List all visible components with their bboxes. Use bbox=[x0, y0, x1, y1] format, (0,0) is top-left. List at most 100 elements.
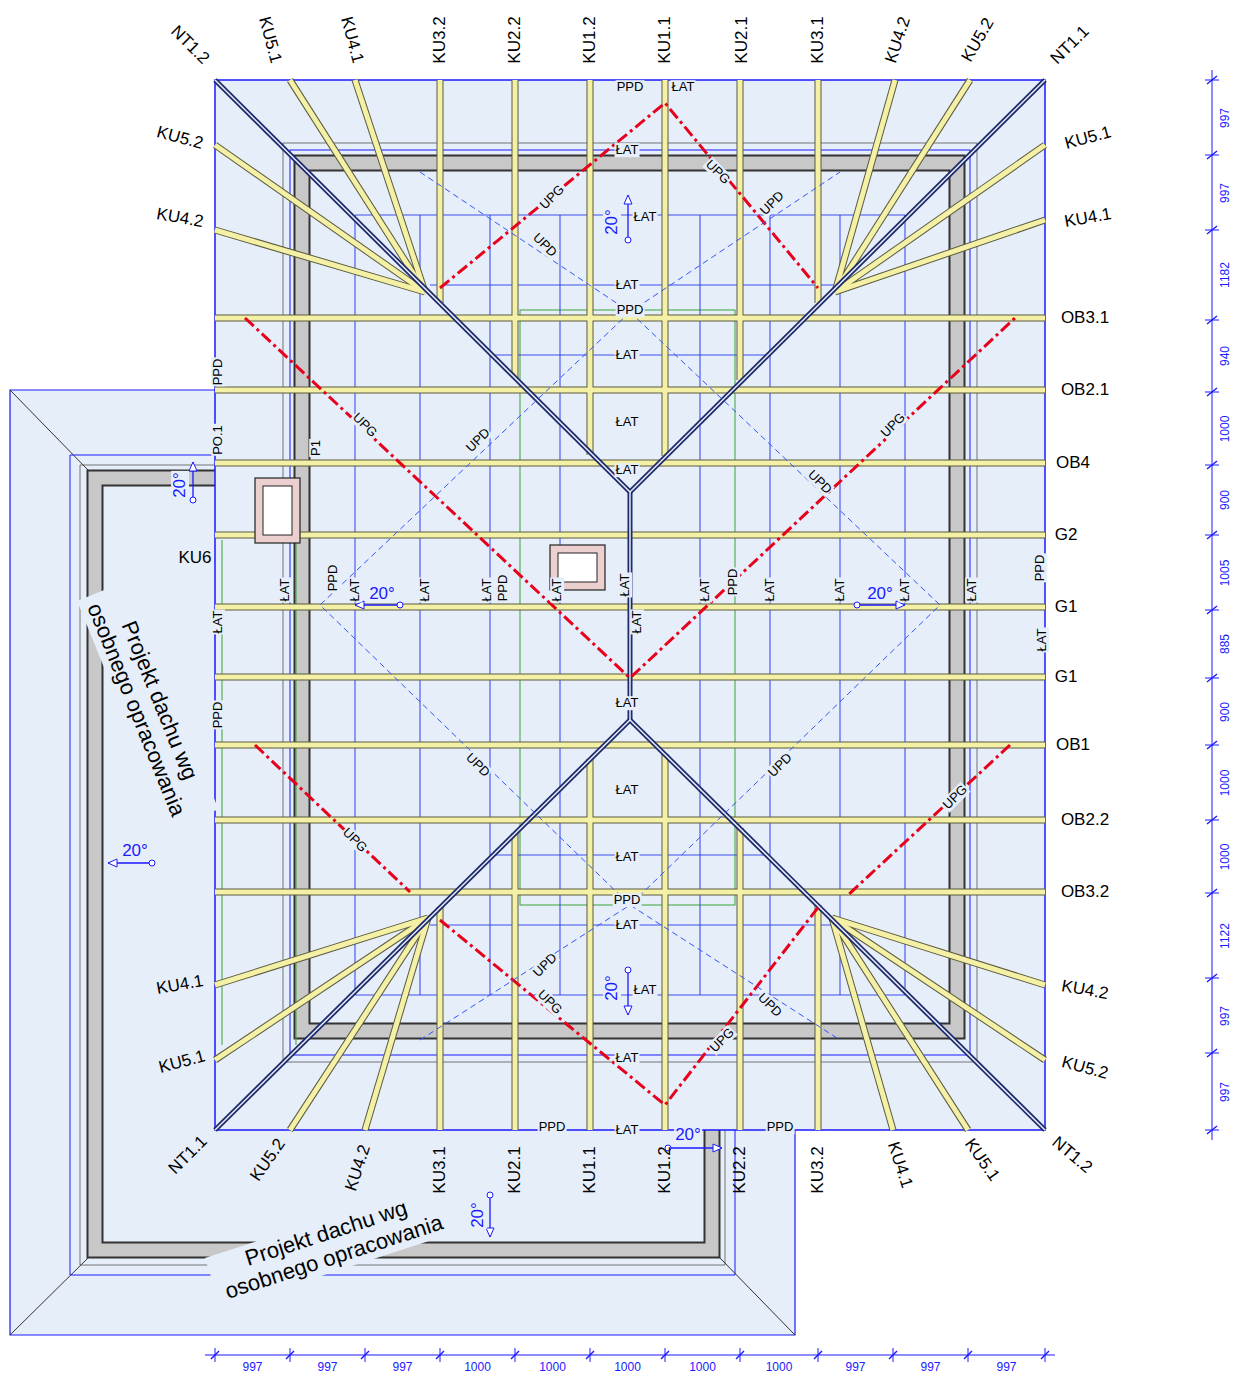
element-label: PPD bbox=[613, 893, 642, 907]
member-label: OB2.1 bbox=[1060, 381, 1110, 399]
dimension-value: 997 bbox=[995, 1361, 1017, 1374]
rafter-outline bbox=[437, 80, 444, 303]
rafter-outline bbox=[835, 80, 970, 292]
dimension-value: 1000 bbox=[688, 1361, 717, 1374]
element-label: PPD bbox=[616, 80, 645, 94]
member-label: KU1.2 bbox=[656, 1145, 674, 1194]
rafter bbox=[215, 388, 1045, 393]
note-text: Projekt dachu wg osobnego opracowania bbox=[205, 1182, 455, 1308]
member-label: KU5.1 bbox=[961, 1135, 1004, 1186]
dimension-tick bbox=[1207, 606, 1217, 614]
member-label: KU1.1 bbox=[656, 15, 674, 64]
slope-arrow bbox=[189, 462, 197, 503]
rafter-outline bbox=[737, 80, 744, 380]
element-label: ŁAT bbox=[633, 210, 658, 224]
hip-rafter-core bbox=[630, 80, 1045, 492]
dimension-value: 1005 bbox=[1219, 558, 1232, 587]
annex-roof-region: Projekt dachu wg osobnego opracowania bbox=[10, 1050, 795, 1335]
element-label: ŁAT bbox=[898, 578, 912, 603]
rafter-outline bbox=[215, 387, 1045, 394]
hip-rafter-core bbox=[629, 492, 631, 720]
dimension-value: 997 bbox=[919, 1361, 941, 1374]
dimension-value: 900 bbox=[1219, 700, 1232, 722]
rafter-outline bbox=[835, 145, 1045, 292]
dimension-tick bbox=[964, 1351, 972, 1359]
dimension-value: 1000 bbox=[1219, 842, 1232, 871]
dimension-value: 900 bbox=[1219, 489, 1232, 511]
member-label: G2 bbox=[1054, 526, 1079, 544]
slope-arrow-head bbox=[624, 195, 632, 204]
hip-rafter bbox=[630, 720, 1045, 1130]
element-label: PPD bbox=[211, 701, 225, 730]
element-label: ŁAT bbox=[833, 578, 847, 603]
dimension-value: 1000 bbox=[765, 1361, 794, 1374]
rafter-outline bbox=[587, 759, 594, 1130]
dimension-tick bbox=[1207, 316, 1217, 324]
element-label: ŁAT bbox=[615, 143, 640, 157]
dimension-tick bbox=[436, 1351, 444, 1359]
dimension-tick bbox=[1207, 974, 1217, 982]
member-label: OB3.1 bbox=[1060, 309, 1110, 327]
rafter-outline bbox=[832, 918, 968, 1130]
dimension-tick bbox=[1207, 816, 1217, 824]
upg-line bbox=[848, 745, 1010, 895]
element-label: PPD bbox=[1033, 554, 1047, 583]
dimension-tick bbox=[211, 1351, 219, 1359]
dimension-tick bbox=[1207, 388, 1217, 396]
slope-arrow-origin bbox=[854, 602, 860, 608]
element-label: ŁAT bbox=[615, 278, 640, 292]
annex-roof-region: Projekt dachu wg osobnego opracowania bbox=[10, 390, 295, 1335]
rafter bbox=[588, 759, 593, 1130]
element-label: ŁAT bbox=[480, 578, 494, 603]
slope-arrow-origin bbox=[625, 967, 631, 973]
member-label: KU3.2 bbox=[431, 15, 449, 64]
slope-arrow-origin bbox=[190, 497, 196, 503]
chimney-flue bbox=[558, 553, 597, 582]
dimension-value: 997 bbox=[1219, 1080, 1232, 1102]
element-label: PPD bbox=[538, 1120, 567, 1134]
slope-arrow bbox=[108, 859, 155, 867]
rafter-outline bbox=[815, 905, 822, 1130]
dimension-tick bbox=[1207, 76, 1217, 84]
slope-arrow-origin bbox=[487, 1192, 493, 1198]
dimension-tick bbox=[1207, 226, 1217, 234]
dimension-lines bbox=[205, 70, 1219, 1362]
rafter bbox=[832, 918, 1045, 1060]
slope-angle: 20° bbox=[603, 208, 621, 236]
dimension-value: 1182 bbox=[1219, 261, 1232, 289]
dimension-value: 997 bbox=[391, 1361, 413, 1374]
element-label: ŁAT bbox=[615, 696, 640, 710]
element-label: ŁAT bbox=[211, 610, 225, 635]
wall-outline bbox=[302, 163, 957, 1031]
member-label: KU5.2 bbox=[958, 14, 998, 66]
annex-hip-line bbox=[720, 1258, 795, 1335]
element-label: PPD bbox=[766, 1120, 795, 1134]
member-label: KU2.1 bbox=[733, 15, 751, 64]
rafter bbox=[816, 80, 821, 303]
rafter bbox=[588, 80, 593, 455]
slope-arrow-head bbox=[713, 1144, 722, 1152]
rafter-outline bbox=[815, 80, 822, 303]
member-label: G1 bbox=[1054, 668, 1079, 686]
element-label: ŁAT bbox=[630, 610, 644, 635]
rafter bbox=[663, 80, 668, 456]
member-label: KU4.2 bbox=[1059, 977, 1111, 1003]
element-label: ŁAT bbox=[965, 578, 979, 603]
element-label: P1 bbox=[309, 439, 323, 457]
slope-arrow-origin bbox=[625, 237, 631, 243]
slope-angle: 20° bbox=[121, 842, 149, 860]
member-label: KU2.2 bbox=[506, 15, 524, 64]
rafter bbox=[438, 80, 443, 303]
upg-line bbox=[245, 318, 1015, 678]
dimension-tick bbox=[661, 1351, 669, 1359]
rafter-outline bbox=[662, 754, 669, 1130]
dimension-value: 885 bbox=[1219, 633, 1232, 655]
rafter-outline bbox=[215, 742, 1045, 749]
member-label: KU5.2 bbox=[154, 123, 206, 153]
member-label: KU4.2 bbox=[882, 14, 914, 66]
dimension-value: 1122 bbox=[1219, 922, 1232, 950]
member-label: KU4.1 bbox=[884, 1139, 916, 1191]
rafter bbox=[738, 828, 743, 1130]
rafter bbox=[438, 907, 443, 1130]
upg-line bbox=[255, 745, 410, 892]
